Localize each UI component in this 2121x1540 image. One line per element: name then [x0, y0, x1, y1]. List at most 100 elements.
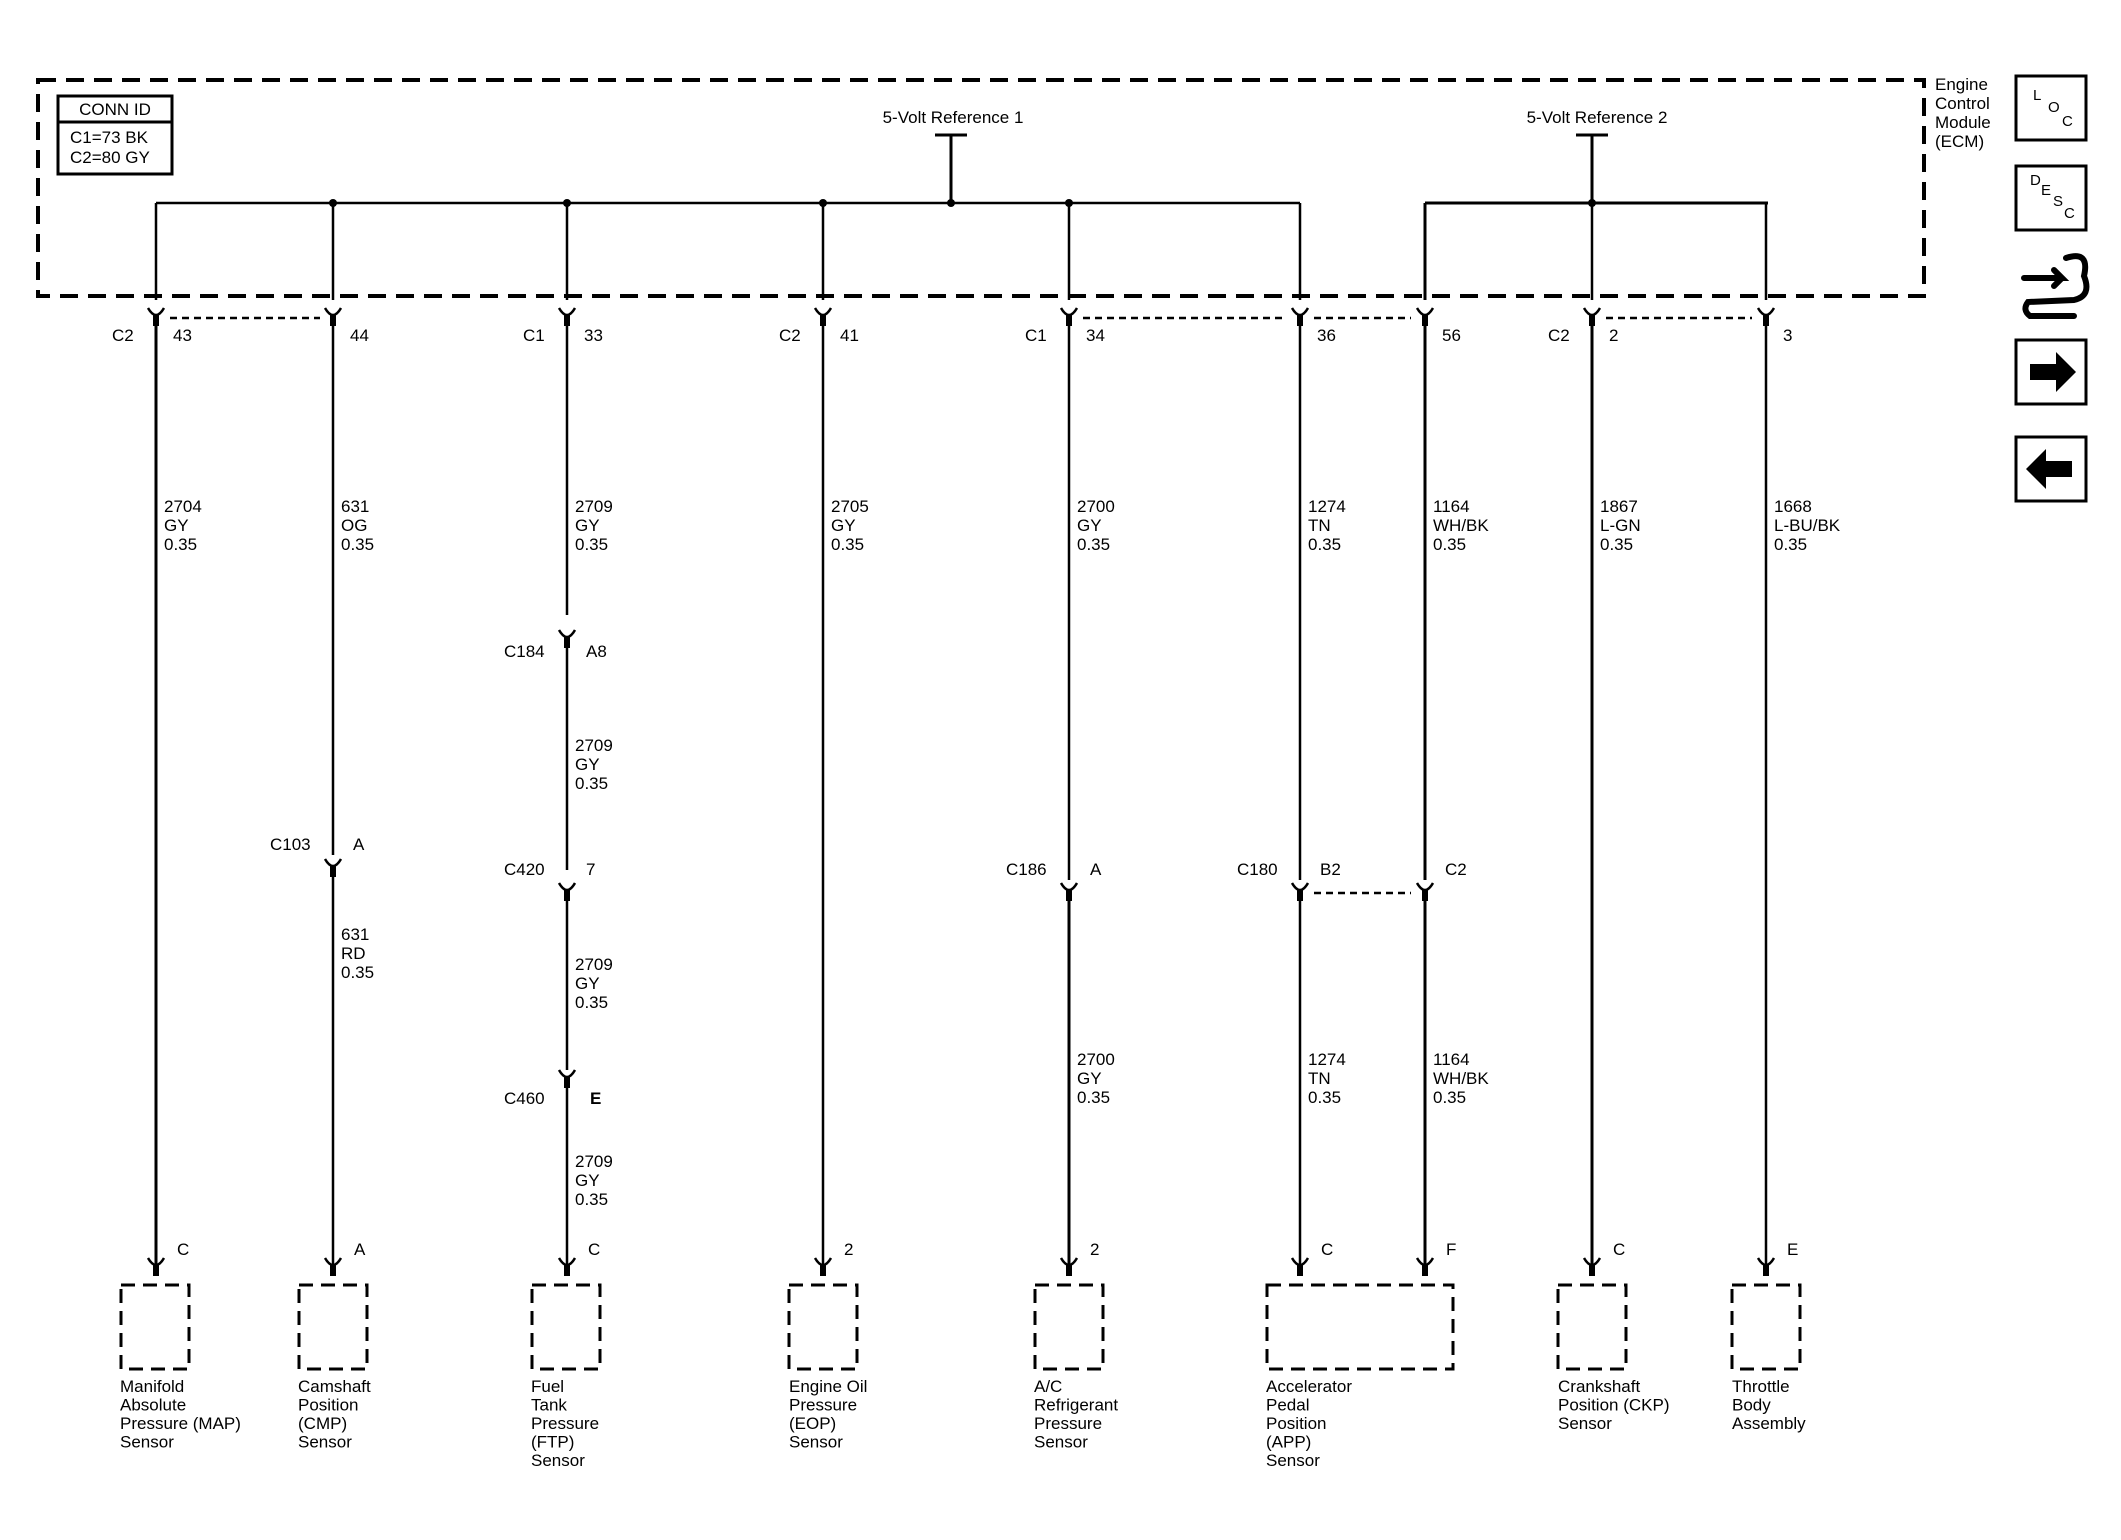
sensor-name-line: Throttle: [1732, 1377, 1790, 1396]
ecm-conn-label: C1: [523, 326, 545, 345]
sensor-name-line: (CMP): [298, 1414, 347, 1433]
wire-circuit: 2700: [1077, 497, 1115, 516]
ecm-pin-5: [1290, 307, 1310, 326]
wire-gauge: 0.35: [1433, 1088, 1466, 1107]
sensor-pin-label: F: [1446, 1240, 1456, 1259]
wire-color: OG: [341, 516, 367, 535]
wire-circuit: 2709: [575, 955, 613, 974]
wire-color: GY: [164, 516, 189, 535]
inline-c420: [557, 882, 577, 901]
ecm-pin-4: [1059, 307, 1079, 326]
sensor-name-line: Engine Oil: [789, 1377, 867, 1396]
sensor-name-line: Refrigerant: [1034, 1396, 1118, 1415]
sensor-name-line: Position: [298, 1396, 358, 1415]
sensor-name-line: (FTP): [531, 1433, 574, 1452]
c180-pin-b2: B2: [1320, 860, 1341, 879]
c186-pin: A: [1090, 860, 1102, 879]
wire-color: L-BU/BK: [1774, 516, 1841, 535]
sensor-pin-label: C: [1613, 1240, 1625, 1259]
ecm-name-line-1: Engine: [1935, 75, 1988, 94]
c180-label: C180: [1237, 860, 1278, 879]
sensor-name-line: Manifold: [120, 1377, 184, 1396]
sensor-name-line: (EOP): [789, 1414, 836, 1433]
ecm-pin-label: 44: [350, 326, 369, 345]
sensor-pin-label: 2: [1090, 1240, 1099, 1259]
ecm-pin-label: 43: [173, 326, 192, 345]
sensor-name-line: Body: [1732, 1396, 1771, 1415]
inline-c180-b2: [1290, 882, 1310, 901]
ecm-pin-6: [1415, 307, 1435, 326]
sensor-name-line: Camshaft: [298, 1377, 371, 1396]
harness-icon[interactable]: [2021, 253, 2090, 319]
arrow-right-icon: [2030, 352, 2076, 392]
wire-gauge: 0.35: [1600, 535, 1633, 554]
ecm-pin-label: 34: [1086, 326, 1105, 345]
sensor-box-6: [1556, 1283, 1628, 1371]
wire-color: GY: [575, 1171, 600, 1190]
ecm-pin-1: [323, 307, 343, 326]
prev-page-button[interactable]: [2014, 435, 2088, 503]
sensor-pin-label: A: [354, 1240, 366, 1259]
wire-circuit: 2709: [575, 1152, 613, 1171]
sensor-name-line: Tank: [531, 1396, 567, 1415]
wire-gauge: 0.35: [1308, 1088, 1341, 1107]
sensor-pin-label: C: [1321, 1240, 1333, 1259]
wire-circuit: 2709: [575, 736, 613, 755]
loc-letter: L: [2033, 87, 2041, 104]
wire-color: TN: [1308, 1069, 1331, 1088]
sensor-name-line: Crankshaft: [1558, 1377, 1640, 1396]
arrow-left-icon: [2026, 449, 2072, 489]
wire-circuit: 631: [341, 497, 369, 516]
wire-color: GY: [575, 516, 600, 535]
wire-gauge: 0.35: [341, 963, 374, 982]
sensor-pin-label: C: [588, 1240, 600, 1259]
next-page-button[interactable]: [2014, 338, 2088, 406]
c420-pin: 7: [586, 860, 595, 879]
sensor-box-3: [787, 1283, 859, 1371]
conn-id-line-2: C2=80 GY: [70, 148, 150, 167]
ecm-pin-label: 2: [1609, 326, 1618, 345]
ecm-conn-label: C2: [779, 326, 801, 345]
desc-letter: C: [2064, 205, 2075, 222]
sensor-pin-label: C: [177, 1240, 189, 1259]
sensor-name-line: Fuel: [531, 1377, 564, 1396]
sensor-name-line: Sensor: [1266, 1451, 1320, 1470]
wire-circuit: 1867: [1600, 497, 1638, 516]
sensor-name-line: Pressure (MAP): [120, 1414, 241, 1433]
ecm-conn-label: C1: [1025, 326, 1047, 345]
wire-gauge: 0.35: [1308, 535, 1341, 554]
sensor-name-line: (APP): [1266, 1433, 1311, 1452]
sensor-name-line: A/C: [1034, 1377, 1062, 1396]
wire-color: WH/BK: [1433, 1069, 1489, 1088]
wire-color: RD: [341, 944, 366, 963]
sensor-name-line: Pressure: [1034, 1414, 1102, 1433]
sensor-name-line: Sensor: [531, 1451, 585, 1470]
wire-circuit: 631: [341, 925, 369, 944]
wire-circuit: 1668: [1774, 497, 1812, 516]
wire-gauge: 0.35: [1077, 1088, 1110, 1107]
wire-color: GY: [575, 974, 600, 993]
desc-letter: D: [2030, 172, 2041, 189]
sensor-pin-label: 2: [844, 1240, 853, 1259]
c180-pin-c2: C2: [1445, 860, 1467, 879]
wire-circuit: 2704: [164, 497, 202, 516]
wire-gauge: 0.35: [1433, 535, 1466, 554]
ecm-name: Engine Control Module (ECM): [1935, 75, 1991, 151]
sensor-name-line: Pressure: [789, 1396, 857, 1415]
c460-pin: E: [590, 1089, 601, 1108]
wire-circuit: 1274: [1308, 497, 1346, 516]
sensor-name-line: Sensor: [298, 1433, 352, 1452]
sensor-box-7: [1730, 1283, 1802, 1371]
wires: [119, 133, 1802, 1371]
ecm-pin-3: [813, 307, 833, 326]
wire-color: GY: [1077, 516, 1102, 535]
wire-circuit: 2700: [1077, 1050, 1115, 1069]
sensor-box-4: [1033, 1283, 1105, 1371]
ecm-pin-label: 3: [1783, 326, 1792, 345]
sensor-name-line: Absolute: [120, 1396, 186, 1415]
wire-color: GY: [1077, 1069, 1102, 1088]
wire-circuit: 1164: [1433, 497, 1470, 516]
loc-button[interactable]: LOC: [2014, 74, 2088, 142]
c420-label: C420: [504, 860, 545, 879]
